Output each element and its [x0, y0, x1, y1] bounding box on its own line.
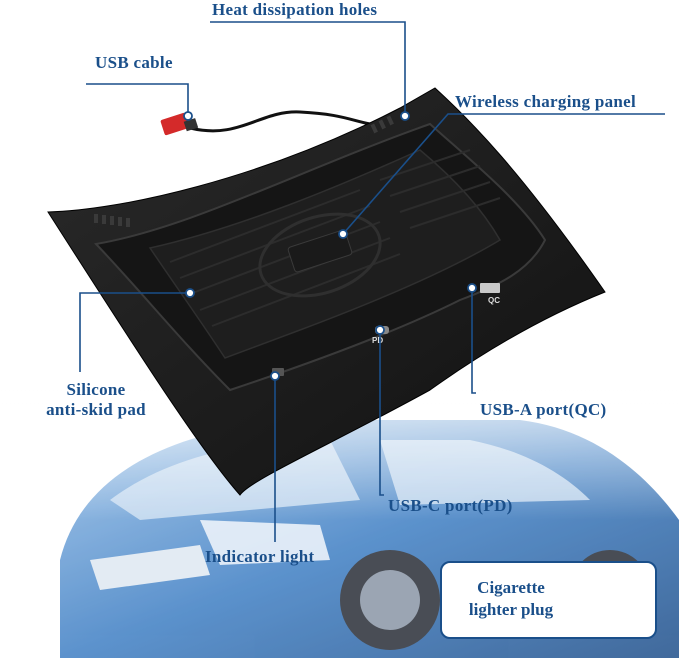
pd-mark: PD [372, 336, 383, 345]
qc-mark: QC [488, 296, 500, 305]
label-silicone-line1: Silicone [66, 380, 126, 399]
label-usb-c-port: USB-C port(PD) [388, 496, 513, 515]
label-cigarette-lighter-plug: Cigarette lighter plug [468, 578, 554, 619]
leader-dots [183, 111, 477, 381]
label-usb-a-port: USB-A port(QC) [480, 400, 607, 419]
label-usb-cable: USB cable [95, 53, 173, 72]
leader-lines [79, 21, 665, 542]
plug-callout-box: Cigarette lighter plug [440, 561, 657, 639]
usb-a-port [480, 283, 500, 293]
label-silicone-anti-skid-pad: Silicone anti-skid pad [46, 380, 146, 420]
label-indicator-light: Indicator light [205, 547, 315, 566]
label-heat-dissipation-holes: Heat dissipation holes [212, 0, 378, 19]
usb-cable-connector [160, 112, 199, 136]
label-wireless-charging-panel: Wireless charging panel [455, 92, 637, 111]
label-silicone-line2: anti-skid pad [46, 400, 146, 419]
